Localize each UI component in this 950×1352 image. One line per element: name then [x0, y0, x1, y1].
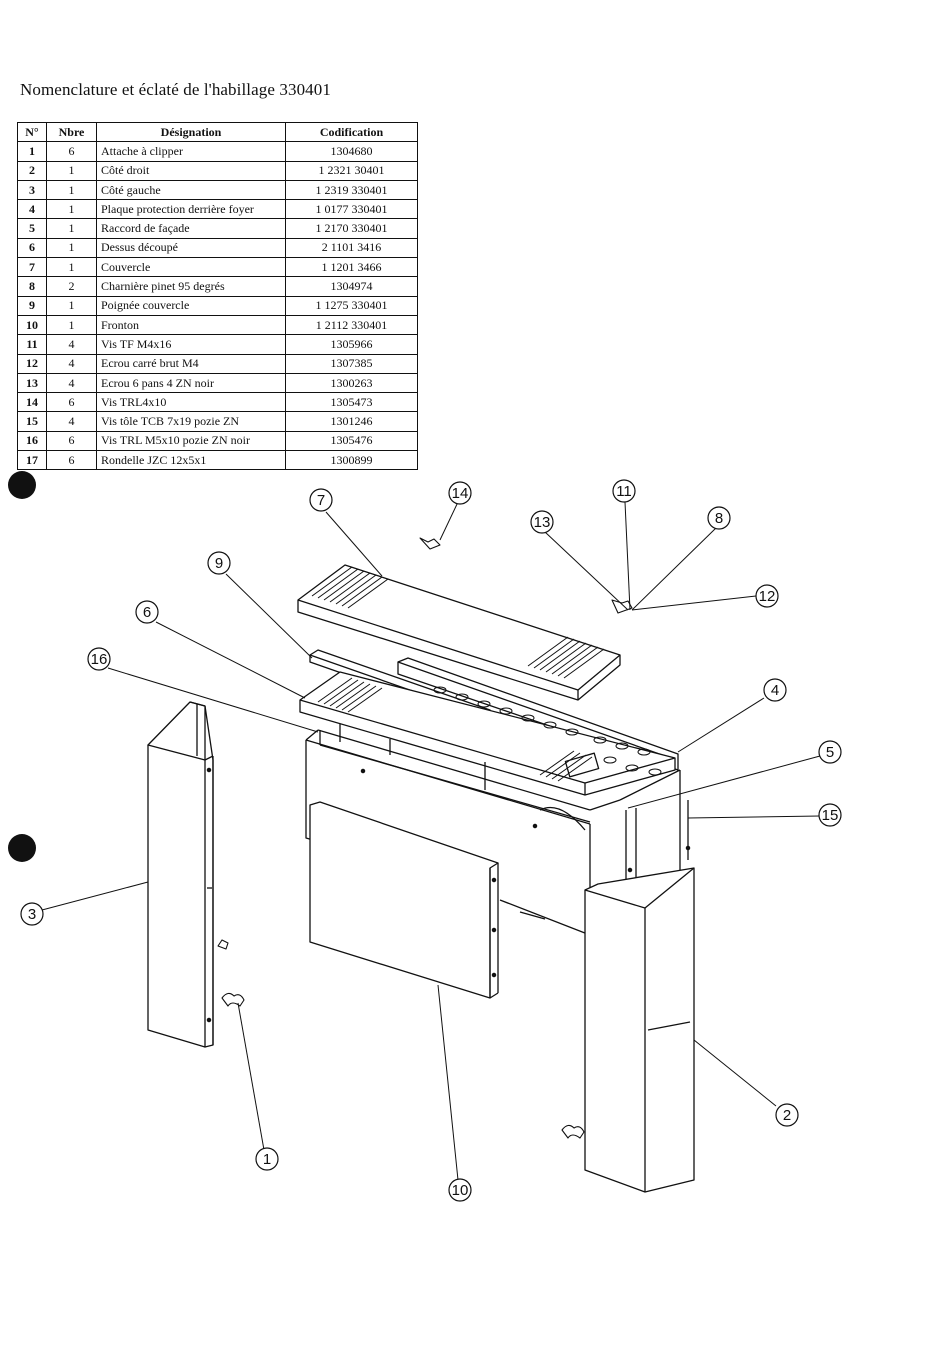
row-designation: Côté droit — [96, 160, 286, 181]
row-code: 1301246 — [285, 411, 418, 432]
row-designation: Attache à clipper — [96, 141, 286, 162]
page-title: Nomenclature et éclaté de l'habillage 33… — [20, 80, 331, 99]
svg-text:15: 15 — [822, 807, 839, 824]
part-cote-gauche — [147, 701, 214, 1048]
callout-13: 13 — [530, 510, 554, 534]
callout-5: 5 — [818, 740, 842, 764]
part-couvercle — [297, 564, 621, 701]
svg-text:12: 12 — [759, 588, 776, 605]
callout-8: 8 — [707, 506, 731, 530]
svg-text:6: 6 — [143, 604, 151, 621]
svg-text:13: 13 — [534, 514, 551, 531]
callout-6: 6 — [135, 600, 159, 624]
row-designation: Vis tôle TCB 7x19 pozie ZN — [96, 411, 286, 432]
svg-text:2: 2 — [783, 1107, 791, 1124]
svg-text:11: 11 — [616, 483, 632, 500]
callout-7: 7 — [309, 488, 333, 512]
row-code: 1 0177 330401 — [285, 199, 418, 220]
row-number: 12 — [17, 353, 47, 374]
row-designation: Plaque protection derrière foyer — [96, 199, 286, 220]
svg-text:5: 5 — [826, 744, 834, 761]
row-designation: Dessus découpé — [96, 237, 286, 259]
svg-text:10: 10 — [452, 1182, 469, 1199]
row-designation: Charnière pinet 95 degrés — [96, 276, 286, 297]
callout-3: 3 — [20, 902, 44, 926]
registration-dot-top — [8, 471, 36, 499]
row-designation: Vis TRL4x10 — [96, 392, 286, 413]
row-number: 14 — [17, 392, 47, 413]
callout-12: 12 — [755, 584, 779, 608]
part-carcass — [305, 724, 691, 936]
svg-text:16: 16 — [91, 651, 108, 668]
row-designation: Rondelle JZC 12x5x1 — [96, 450, 286, 471]
header-quantity: Nbre — [46, 121, 97, 143]
callout-2: 2 — [775, 1103, 799, 1127]
svg-text:7: 7 — [317, 492, 325, 509]
table-header-row: N° Nbre Désignation Codification — [17, 121, 418, 143]
svg-text:4: 4 — [771, 682, 779, 699]
part-fronton — [309, 801, 499, 999]
callout-16: 16 — [87, 647, 111, 671]
row-number: 17 — [17, 450, 47, 471]
part-cote-droit — [584, 867, 695, 1193]
registration-dot-bottom — [8, 834, 36, 862]
svg-text:8: 8 — [715, 510, 723, 527]
row-number: 16 — [17, 430, 47, 452]
row-code: 1304974 — [285, 276, 418, 297]
callout-10: 10 — [448, 1178, 472, 1202]
callout-1: 1 — [255, 1147, 279, 1171]
svg-text:9: 9 — [215, 555, 223, 572]
callout-15: 15 — [818, 803, 842, 827]
callout-4: 4 — [763, 678, 787, 702]
part-dessus-decoupe — [299, 671, 676, 796]
row-code: 1 2321 30401 — [285, 160, 418, 181]
callout-14: 14 — [448, 481, 472, 505]
svg-text:1: 1 — [263, 1151, 271, 1168]
row-quantity: 6 — [46, 450, 97, 471]
row-code: 1 1275 330401 — [285, 295, 418, 316]
callout-9: 9 — [207, 551, 231, 575]
callout-labels: 7 14 11 13 8 12 9 6 16 4 5 15 3 1 10 2 — [20, 479, 842, 1202]
row-code: 1 2170 330401 — [285, 218, 418, 239]
svg-text:14: 14 — [452, 485, 469, 502]
row-code: 1305966 — [285, 334, 418, 355]
svg-text:3: 3 — [28, 906, 36, 923]
callout-11: 11 — [612, 479, 636, 503]
callouts — [41, 501, 821, 1181]
row-code: 1300899 — [285, 450, 418, 471]
